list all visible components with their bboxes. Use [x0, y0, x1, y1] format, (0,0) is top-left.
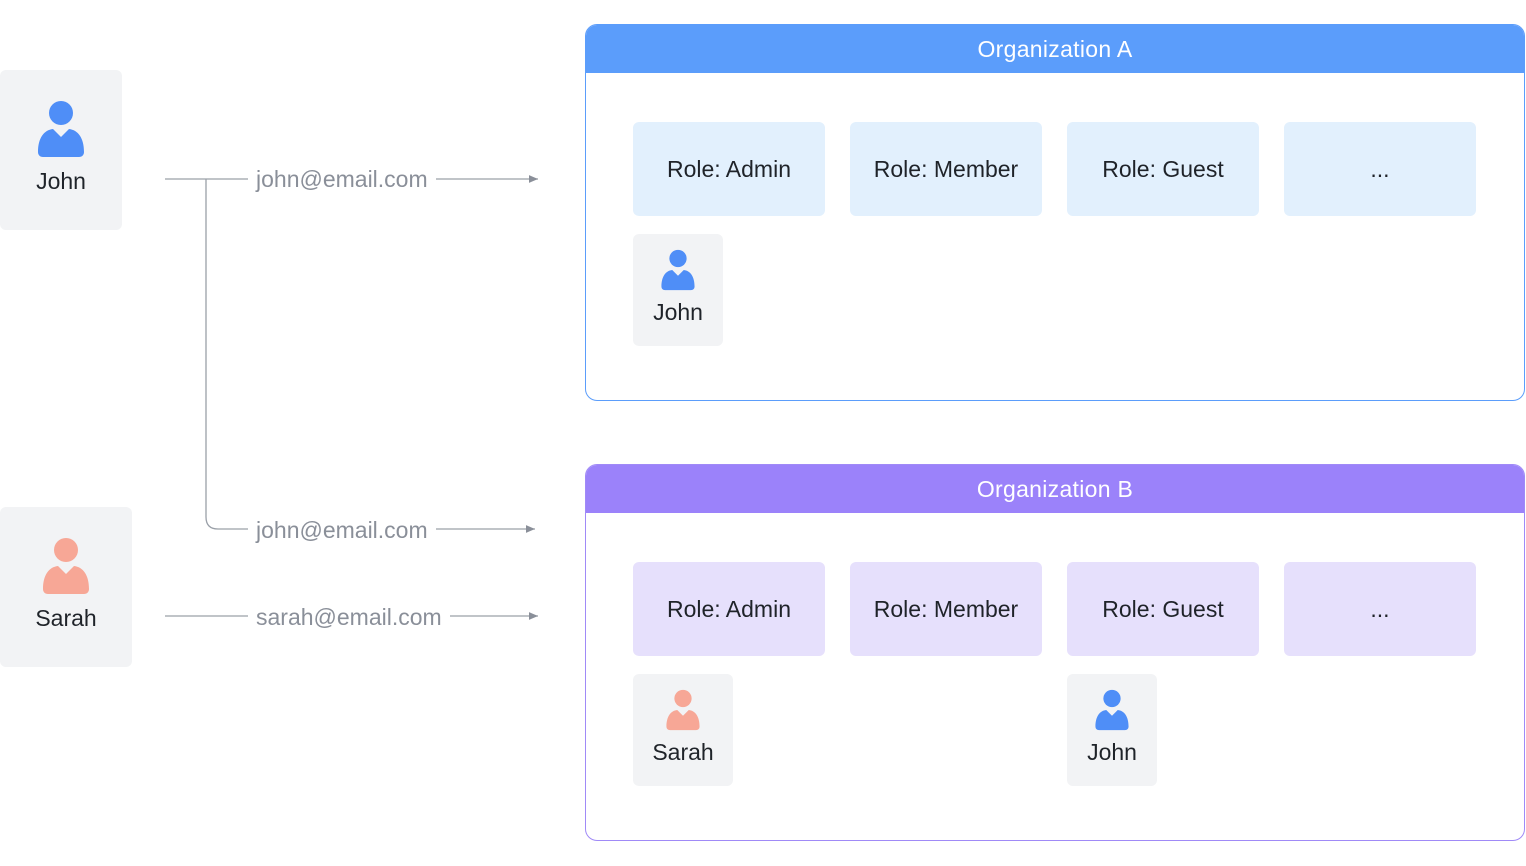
- role-admin[interactable]: Role: Admin: [633, 122, 825, 216]
- user-name: Sarah: [35, 605, 97, 631]
- email-label-john-b: john@email.com: [248, 515, 436, 545]
- person-icon: [661, 249, 695, 291]
- role-member[interactable]: Role: Member: [850, 122, 1042, 216]
- member-card-john[interactable]: John: [633, 234, 723, 346]
- organization-a-title: Organization A: [586, 25, 1524, 73]
- person-icon: [43, 538, 89, 594]
- member-card-john[interactable]: John: [1067, 674, 1157, 786]
- role-more[interactable]: ...: [1284, 122, 1476, 216]
- user-card-john[interactable]: John: [0, 70, 122, 230]
- email-label-john-a: john@email.com: [248, 164, 436, 194]
- role-more[interactable]: ...: [1284, 562, 1476, 656]
- user-name: John: [36, 168, 86, 194]
- member-name: John: [653, 299, 703, 325]
- organization-b-title: Organization B: [586, 465, 1524, 513]
- role-guest[interactable]: Role: Guest: [1067, 562, 1259, 656]
- role-member[interactable]: Role: Member: [850, 562, 1042, 656]
- member-card-sarah[interactable]: Sarah: [633, 674, 733, 786]
- john-connector-b: [205, 179, 535, 533]
- person-icon: [38, 101, 84, 157]
- organization-b: Organization B Role: Admin Role: Member …: [585, 464, 1525, 841]
- member-name: Sarah: [652, 739, 714, 765]
- role-guest[interactable]: Role: Guest: [1067, 122, 1259, 216]
- organization-a: Organization A Role: Admin Role: Member …: [585, 24, 1525, 401]
- role-admin[interactable]: Role: Admin: [633, 562, 825, 656]
- user-card-sarah[interactable]: Sarah: [0, 507, 132, 667]
- member-name: John: [1087, 739, 1137, 765]
- person-icon: [1095, 689, 1129, 731]
- person-icon: [666, 689, 700, 731]
- email-label-sarah-b: sarah@email.com: [248, 602, 450, 632]
